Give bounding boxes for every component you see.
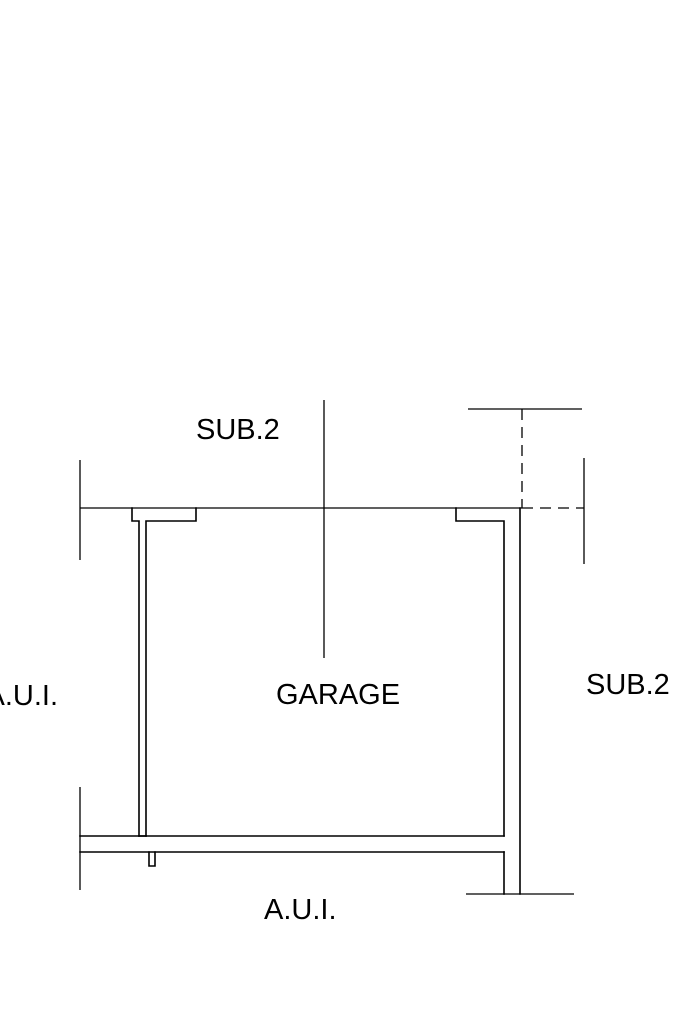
label-room-garage: GARAGE xyxy=(276,679,400,711)
label-left-neighbor: A.U.I. xyxy=(0,680,58,712)
right-wall-inner xyxy=(455,507,505,837)
label-right-neighbor: SUB.2 xyxy=(586,669,670,701)
bottom-wall-stub xyxy=(148,851,156,867)
left-wall-outer xyxy=(131,507,140,837)
label-bottom-neighbor: A.U.I. xyxy=(264,894,337,926)
label-top-neighbor: SUB.2 xyxy=(196,414,280,446)
left-wall-inner xyxy=(145,507,197,837)
